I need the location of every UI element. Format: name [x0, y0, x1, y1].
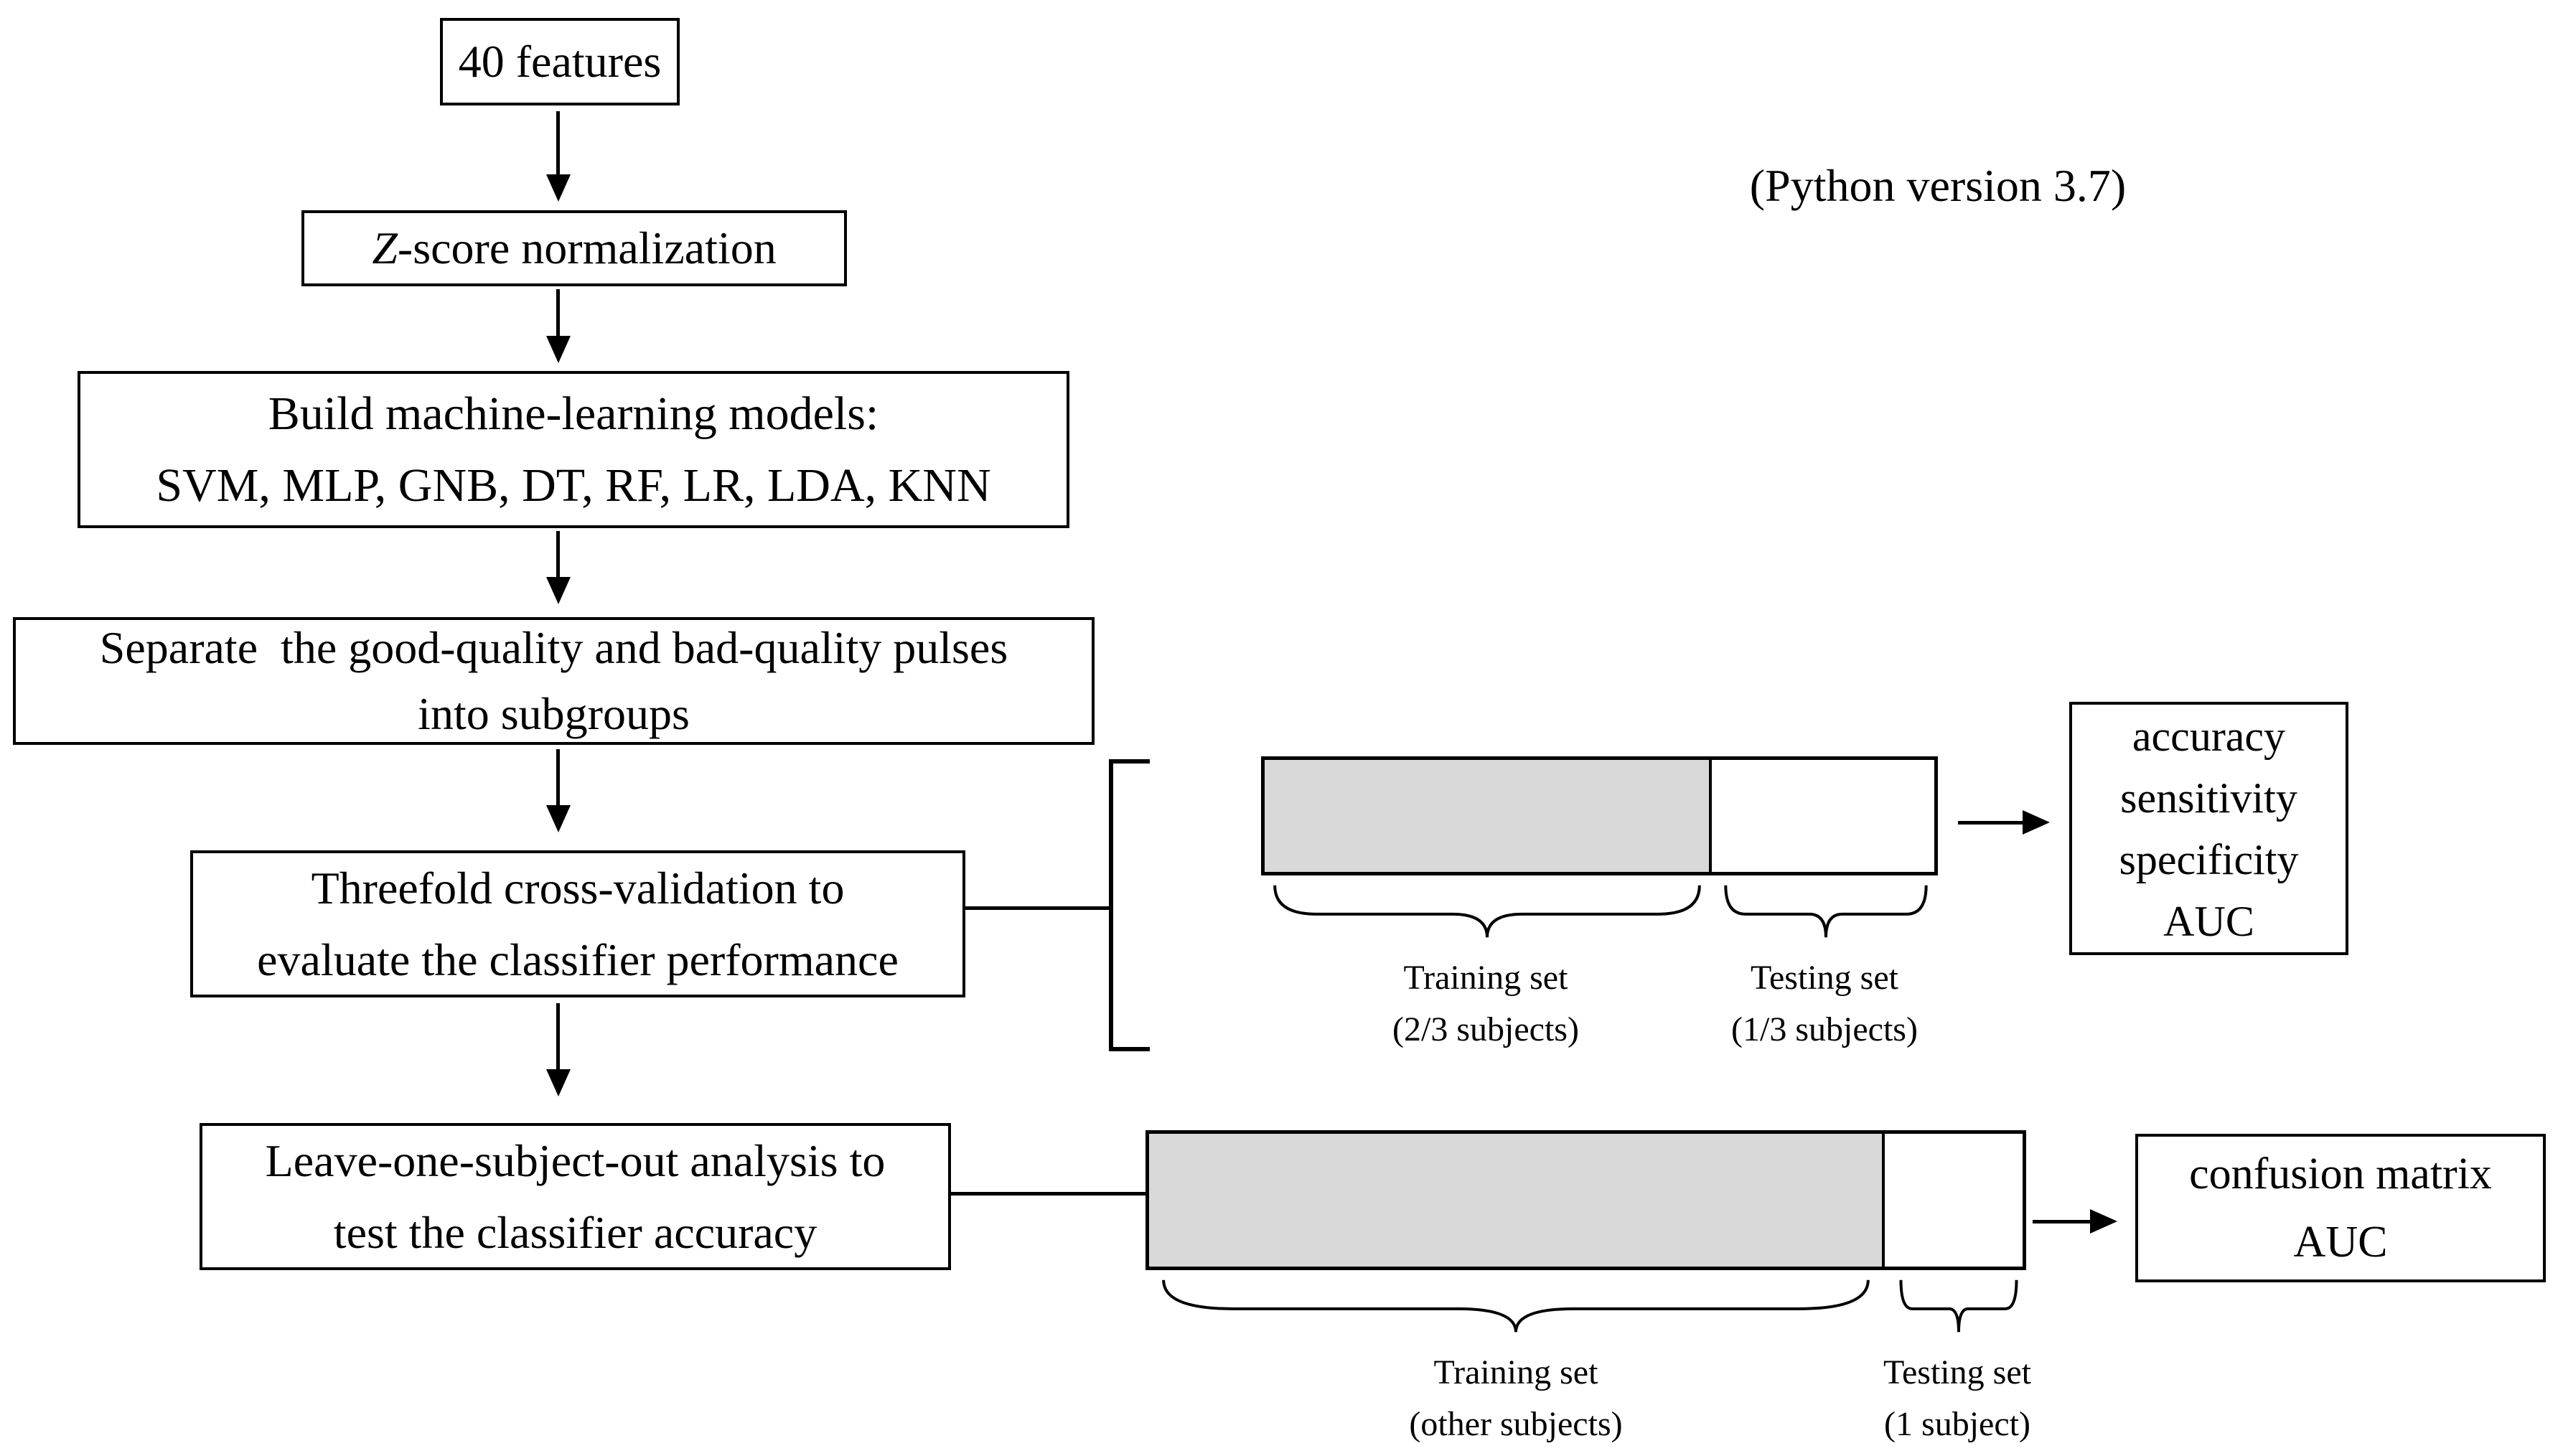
threefold-cv-box: Threefold cross-validation to evaluate t… — [190, 850, 965, 997]
zscore-rest: -score normalization — [397, 222, 777, 273]
arrow-threefold-to-metrics-head — [2023, 810, 2050, 835]
threefold-split-bar — [1261, 756, 1938, 875]
connector-loso-to-bar — [951, 1192, 1146, 1196]
leave-one-subject-out-box: Leave-one-subject-out analysis to test t… — [200, 1123, 951, 1270]
separate-pulses-line2: into subgroups — [418, 688, 690, 739]
loso-training-sublabel: (other subjects) — [1409, 1405, 1623, 1443]
loso-training-label: Training set — [1433, 1353, 1598, 1391]
threefold-testing-label: Testing set — [1751, 959, 1898, 997]
metric-specificity: specificity — [2119, 835, 2299, 883]
arrow-threefold-to-loso-head — [546, 1069, 571, 1096]
threefold-testing-segment — [1712, 760, 1934, 872]
connector-threefold-to-bracket — [965, 906, 1112, 910]
loso-testing-sublabel: (1 subject) — [1884, 1405, 2030, 1443]
metric-sensitivity: sensitivity — [2120, 774, 2297, 822]
threefold-training-sublabel: (2/3 subjects) — [1392, 1010, 1579, 1048]
threefold-cv-line1: Threefold cross-validation to — [311, 862, 845, 913]
zscore-box: Z-score normalization — [301, 210, 847, 286]
loso-testing-brace — [1899, 1276, 2018, 1336]
threefold-cv-line2: evaluate the classifier performance — [257, 934, 899, 985]
arrow-separate-to-threefold-shaft — [556, 749, 560, 805]
arrow-zscore-to-build-head — [546, 336, 571, 363]
loso-training-brace — [1153, 1276, 1879, 1336]
loso-training-segment — [1149, 1134, 1885, 1267]
build-models-line2: SVM, MLP, GNB, DT, RF, LR, LDA, KNN — [156, 459, 991, 512]
features-label: 40 features — [458, 36, 662, 87]
arrow-loso-to-metrics-shaft — [2033, 1220, 2090, 1223]
threefold-repeat-bracket — [1109, 759, 1150, 1051]
threefold-training-brace — [1268, 881, 1706, 941]
python-version-note: (Python version 3.7) — [1749, 160, 2127, 211]
metric-auc: AUC — [2163, 897, 2254, 945]
zscore-label: Z-score normalization — [372, 222, 776, 275]
threefold-metrics-box: accuracy sensitivity specificity AUC — [2069, 702, 2348, 955]
loso-testing-label: Testing set — [1883, 1353, 2031, 1391]
zscore-z-italic: Z — [372, 222, 398, 273]
arrow-features-to-zscore-shaft — [556, 111, 560, 174]
threefold-training-segment — [1265, 760, 1713, 872]
loso-testing-segment — [1884, 1134, 2023, 1267]
metric-loso-auc: AUC — [2293, 1217, 2388, 1267]
loso-split-bar — [1146, 1130, 2026, 1270]
loso-line1: Leave-one-subject-out analysis to — [265, 1135, 886, 1186]
loso-metrics-box: confusion matrix AUC — [2135, 1134, 2546, 1282]
threefold-testing-sublabel: (1/3 subjects) — [1731, 1010, 1918, 1048]
loso-line2: test the classifier accuracy — [333, 1206, 817, 1258]
arrow-build-to-separate-head — [546, 577, 571, 604]
arrow-threefold-to-loso-shaft — [556, 1003, 560, 1069]
arrow-features-to-zscore-head — [546, 174, 571, 202]
threefold-testing-brace — [1723, 881, 1929, 941]
metric-confusion-matrix: confusion matrix — [2189, 1149, 2492, 1198]
arrow-loso-to-metrics-head — [2090, 1209, 2117, 1234]
arrow-zscore-to-build-shaft — [556, 289, 560, 336]
arrow-separate-to-threefold-head — [546, 805, 571, 832]
threefold-training-label: Training set — [1403, 959, 1568, 997]
build-models-box: Build machine-learning models: SVM, MLP,… — [78, 371, 1069, 528]
build-models-line1: Build machine-learning models: — [268, 387, 879, 440]
features-box: 40 features — [440, 18, 680, 105]
metric-accuracy: accuracy — [2132, 712, 2286, 760]
separate-pulses-line1: Separate the good-quality and bad-qualit… — [99, 622, 1008, 673]
arrow-threefold-to-metrics-shaft — [1958, 821, 2023, 825]
separate-pulses-box: Separate the good-quality and bad-qualit… — [13, 617, 1095, 745]
arrow-build-to-separate-shaft — [556, 531, 560, 577]
